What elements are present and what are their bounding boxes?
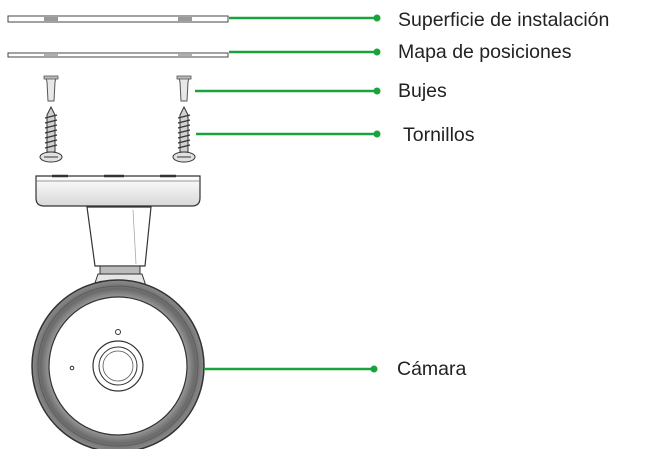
leader-dot-screws bbox=[373, 130, 381, 138]
label-mounting-surface: Superficie de instalación bbox=[398, 9, 610, 31]
label-screws: Tornillos bbox=[403, 124, 475, 146]
position-map bbox=[7, 52, 229, 58]
camera-body bbox=[31, 279, 205, 453]
mount-base bbox=[35, 174, 201, 207]
leader-dot-position-map bbox=[373, 48, 381, 56]
label-position-map: Mapa de posiciones bbox=[398, 41, 572, 63]
label-camera: Cámara bbox=[397, 358, 467, 380]
screw-left bbox=[39, 105, 63, 163]
mount-stem bbox=[86, 206, 152, 287]
leader-dot-anchors bbox=[373, 87, 381, 95]
label-anchors: Bujes bbox=[398, 80, 447, 102]
leader-dot-mounting-surface bbox=[373, 14, 381, 22]
mounting-surface bbox=[7, 15, 229, 23]
leader-lines bbox=[195, 14, 381, 373]
anchor-right bbox=[176, 75, 192, 102]
anchor-left bbox=[43, 75, 59, 102]
screw-right bbox=[172, 105, 196, 163]
leader-dot-camera bbox=[370, 365, 378, 373]
